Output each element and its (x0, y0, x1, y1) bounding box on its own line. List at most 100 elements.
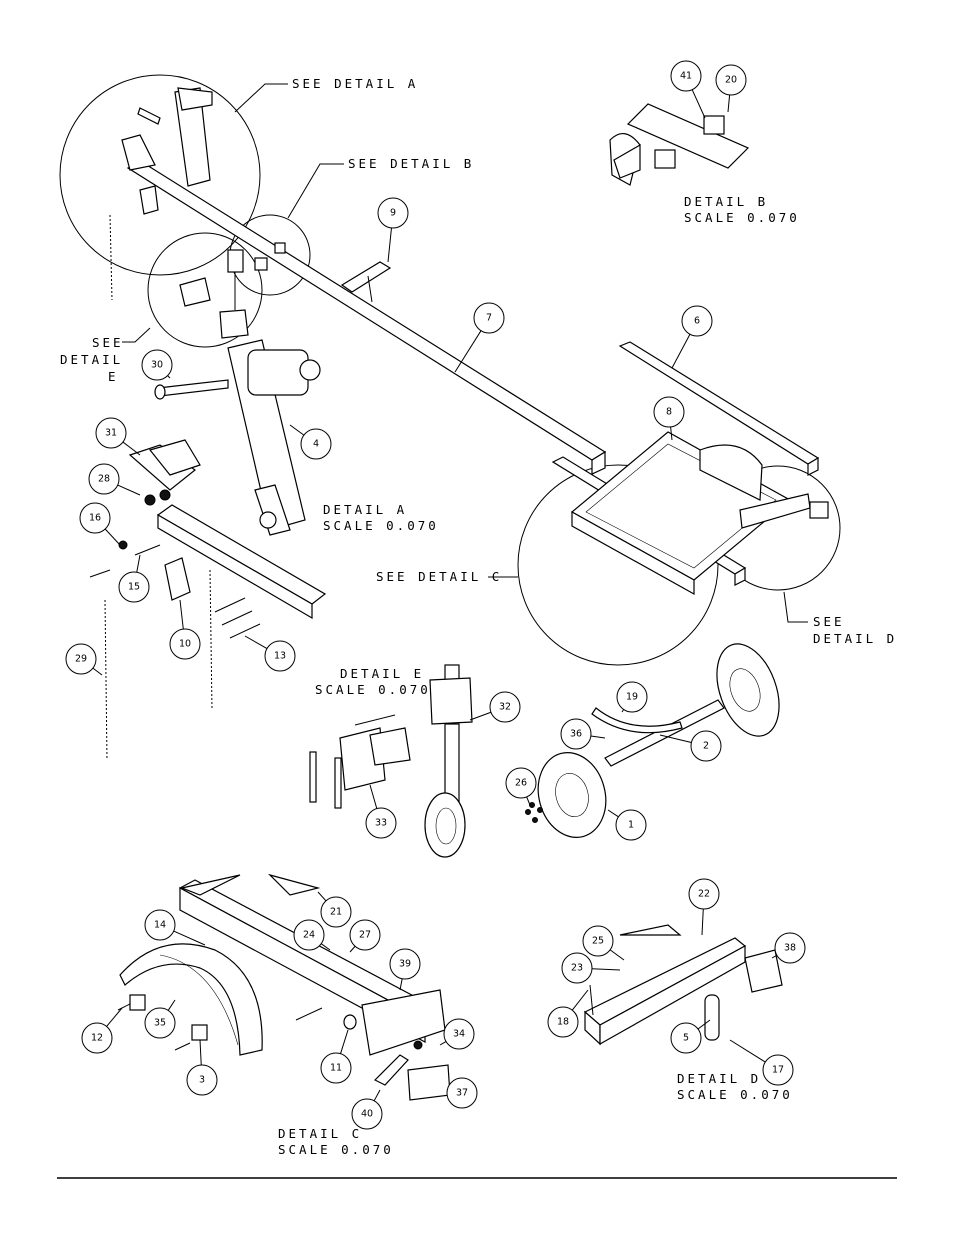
leader-line-24 (320, 943, 331, 951)
part-number-21: 21 (330, 907, 342, 918)
part-bubble-circle-17 (762, 1054, 794, 1086)
part-bubble-circle-27 (349, 919, 381, 951)
frame-assembly (570, 431, 829, 596)
part-number-18: 18 (557, 1017, 569, 1028)
part-bubble-23: 23 (561, 952, 621, 984)
part-number-bubbles: 1234567891011121314151617181920212223242… (65, 60, 806, 1130)
part-bubble-circle-21 (320, 896, 352, 928)
part-bubble-26: 26 (505, 767, 537, 806)
bolts-15-16 (89, 489, 171, 578)
leader-line-29 (92, 667, 103, 676)
leader-line-25 (609, 949, 625, 961)
leader-line-40 (373, 1089, 381, 1102)
part-number-40: 40 (361, 1109, 373, 1120)
part-bubble-circle-10 (169, 628, 201, 660)
leader-line-17 (729, 1039, 766, 1063)
part-number-14: 14 (154, 920, 166, 931)
detail-e-parts (179, 249, 249, 339)
detail-c-title: DETAIL C (278, 1126, 362, 1141)
leader-line-5 (697, 1019, 711, 1030)
part-bubble-circle-11 (320, 1052, 352, 1084)
part-bubble-circle-24 (293, 919, 325, 951)
part-number-35: 35 (154, 1018, 166, 1029)
leader-see-detail-b (287, 163, 344, 219)
leader-line-12 (106, 1007, 123, 1027)
part-number-38: 38 (784, 943, 796, 954)
see-detail-b-label: SEE DETAIL B (348, 156, 474, 171)
leader-line-21 (317, 891, 327, 902)
safety-chain-a (109, 214, 113, 301)
part-bubble-circle-18 (547, 1006, 579, 1038)
rear-cross-tube (618, 341, 820, 476)
leader-see-detail-a (234, 83, 288, 113)
part-bubble-41: 41 (670, 60, 706, 119)
part-bubble-31: 31 (95, 417, 141, 456)
part-bubble-30: 30 (141, 349, 173, 381)
part-bubble-37: 37 (446, 1077, 478, 1109)
detail-b-parts (254, 242, 286, 271)
leader-line-38 (771, 954, 778, 959)
part-bubble-32: 32 (469, 691, 521, 723)
part-bubble-16: 16 (79, 502, 121, 546)
detail-d-title: DETAIL D (677, 1071, 761, 1086)
part-bubble-15: 15 (118, 554, 150, 603)
part-bubble-35: 35 (144, 999, 176, 1039)
leader-line-18 (571, 989, 589, 1011)
detail-a-circle (59, 74, 261, 276)
fender-35 (119, 943, 263, 1056)
leader-see-detail-e (122, 327, 151, 343)
see-detail-d-label-2: DETAIL D (813, 631, 897, 646)
part-number-16: 16 (89, 513, 101, 524)
part-bubble-circle-36 (560, 718, 592, 750)
part-bubble-circle-20 (715, 64, 747, 96)
part-number-17: 17 (772, 1065, 784, 1076)
part-bubble-21: 21 (317, 891, 352, 928)
part-number-23: 23 (571, 963, 583, 974)
leader-line-11 (340, 1029, 349, 1054)
leader-line-14 (173, 930, 206, 946)
part-bubble-circle-38 (774, 932, 806, 964)
part-number-2: 2 (703, 741, 709, 752)
part-bubble-9: 9 (377, 197, 409, 263)
bracket-10 (164, 557, 191, 601)
detail-b-scale: SCALE 0.070 (684, 210, 800, 225)
part-bubble-circle-28 (88, 463, 120, 495)
wheel-right (716, 643, 780, 737)
detail-e-circle (147, 232, 263, 348)
part-bubble-39: 39 (389, 948, 421, 991)
leader-line-4 (289, 424, 305, 436)
part-bubble-4: 4 (289, 424, 332, 460)
detail-a-parts (121, 87, 213, 215)
part-bubble-24: 24 (293, 919, 331, 951)
part-bubble-circle-34 (443, 1018, 475, 1050)
part-bubble-circle-30 (141, 349, 173, 381)
part-bubble-circle-22 (688, 878, 720, 910)
leader-line-23 (591, 968, 621, 971)
part-bubble-33: 33 (365, 784, 397, 839)
see-detail-e-label-1: SEE (92, 335, 124, 350)
see-detail-e-label-2: DETAIL (60, 352, 123, 367)
part-bubble-22: 22 (688, 878, 720, 936)
see-detail-c-label: SEE DETAIL C (376, 569, 502, 584)
leader-line-20 (727, 94, 731, 113)
part-bubble-10: 10 (169, 599, 201, 660)
part-bubble-11: 11 (320, 1029, 352, 1084)
leader-line-27 (349, 945, 356, 953)
front-channel (156, 504, 327, 620)
part-bubble-circle-15 (118, 571, 150, 603)
part-bubble-40: 40 (351, 1089, 383, 1130)
part-number-11: 11 (330, 1063, 342, 1074)
part-bubble-circle-29 (65, 643, 97, 675)
detail-b-assembly (609, 103, 750, 186)
see-detail-d-label-1: SEE (813, 614, 845, 629)
part-bubble-38: 38 (771, 932, 806, 964)
part-bubble-18: 18 (547, 989, 589, 1038)
part-number-28: 28 (98, 474, 110, 485)
part-number-20: 20 (725, 75, 737, 86)
part-bubble-20: 20 (715, 64, 747, 113)
part-number-36: 36 (570, 729, 582, 740)
part-number-7: 7 (486, 313, 492, 324)
part-bubble-7: 7 (454, 302, 505, 373)
part-bubble-circle-9 (377, 197, 409, 229)
